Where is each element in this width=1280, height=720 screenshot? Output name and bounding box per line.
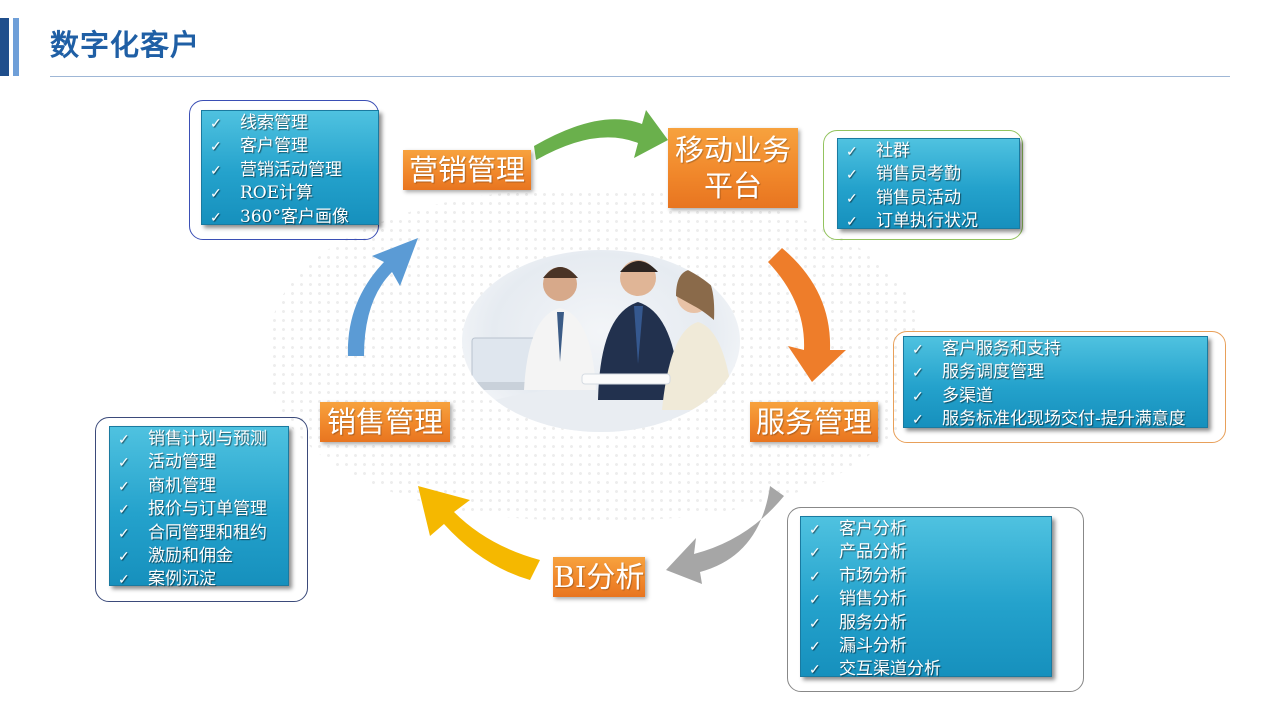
- check-icon: ✓: [846, 167, 858, 184]
- bi-list-frame: [787, 507, 1084, 692]
- list-item: ✓活动管理: [118, 451, 288, 474]
- check-icon: ✓: [118, 549, 130, 566]
- list-item: ✓销售员活动: [846, 187, 1019, 210]
- check-icon: ✓: [846, 214, 858, 231]
- list-item: ✓销售计划与预测: [118, 428, 288, 451]
- list-item: ✓服务标准化现场交付-提升满意度: [912, 408, 1207, 431]
- list-item: ✓社群: [846, 140, 1019, 163]
- check-icon: ✓: [210, 116, 222, 132]
- check-icon: ✓: [210, 162, 222, 179]
- check-icon: ✓: [809, 592, 821, 609]
- list-item: ✓报价与订单管理: [118, 498, 288, 521]
- list-item: ✓产品分析: [809, 541, 1051, 564]
- list-item: ✓客户管理: [210, 135, 378, 158]
- check-icon: ✓: [809, 568, 821, 585]
- list-item: ✓服务分析: [809, 612, 1051, 635]
- stage-mobile-line-1: 移动业务: [674, 133, 791, 167]
- list-item: ✓市场分析: [809, 565, 1051, 588]
- mobile-feature-list: ✓社群 ✓销售员考勤 ✓销售员活动 ✓订单执行状况: [837, 138, 1020, 231]
- check-icon: ✓: [210, 209, 222, 226]
- check-icon: ✓: [809, 615, 821, 632]
- list-item: ✓合同管理和租约: [118, 522, 288, 545]
- check-icon: ✓: [809, 545, 821, 562]
- list-item: ✓服务调度管理: [912, 361, 1207, 384]
- list-item: ✓客户分析: [809, 518, 1051, 541]
- check-icon: ✓: [846, 190, 858, 207]
- service-feature-list: ✓客户服务和支持 ✓服务调度管理 ✓多渠道 ✓服务标准化现场交付-提升满意度: [903, 336, 1208, 431]
- check-icon: ✓: [912, 342, 924, 358]
- page-title: 数字化客户: [50, 28, 201, 62]
- check-icon: ✓: [118, 525, 130, 542]
- check-icon: ✓: [809, 522, 821, 538]
- list-item: ✓订单执行状况: [846, 210, 1019, 233]
- check-icon: ✓: [912, 388, 924, 405]
- list-item: ✓商机管理: [118, 475, 288, 498]
- check-icon: ✓: [118, 502, 130, 519]
- arrow-bi-to-sales: [418, 486, 540, 580]
- check-icon: ✓: [210, 139, 222, 156]
- service-list-frame: [893, 331, 1226, 443]
- sales-feature-list: ✓销售计划与预测 ✓活动管理 ✓商机管理 ✓报价与订单管理 ✓合同管理和租约 ✓…: [109, 426, 289, 589]
- list-item: ✓销售分析: [809, 588, 1051, 611]
- title-divider: [50, 76, 1230, 77]
- list-item: ✓客户服务和支持: [912, 338, 1207, 361]
- list-item: ✓多渠道: [912, 385, 1207, 408]
- arrow-marketing-to-mobile: [534, 110, 668, 160]
- business-team-photo: [462, 250, 740, 432]
- check-icon: ✓: [912, 365, 924, 382]
- check-icon: ✓: [912, 412, 924, 429]
- check-icon: ✓: [210, 186, 222, 203]
- check-icon: ✓: [118, 455, 130, 472]
- arrow-mobile-to-service: [768, 248, 846, 382]
- stage-mobile-platform: 移动业务 平台: [668, 128, 798, 208]
- sales-list-frame: [95, 417, 308, 602]
- list-item: ✓激励和佣金: [118, 545, 288, 568]
- list-item: ✓ROE计算: [210, 182, 378, 205]
- list-item: ✓线索管理: [210, 112, 378, 135]
- check-icon: ✓: [118, 432, 130, 448]
- list-item: ✓营销活动管理: [210, 159, 378, 182]
- check-icon: ✓: [846, 144, 858, 160]
- stage-sales: 销售管理: [320, 402, 450, 442]
- arrow-sales-to-marketing: [347, 238, 418, 356]
- check-icon: ✓: [809, 639, 821, 656]
- check-icon: ✓: [118, 478, 130, 495]
- list-item: ✓销售员考勤: [846, 163, 1019, 186]
- arrow-service-to-bi: [666, 486, 784, 584]
- check-icon: ✓: [118, 572, 130, 589]
- list-item: ✓漏斗分析: [809, 635, 1051, 658]
- marketing-feature-list: ✓线索管理 ✓客户管理 ✓营销活动管理 ✓ROE计算 ✓360°客户画像: [201, 110, 379, 227]
- stage-bi: BI分析: [553, 557, 645, 597]
- check-icon: ✓: [809, 662, 821, 679]
- list-item: ✓案例沉淀: [118, 568, 288, 591]
- list-item: ✓360°客户画像: [210, 206, 378, 229]
- mobile-list-frame: [823, 130, 1023, 240]
- bi-feature-list: ✓客户分析 ✓产品分析 ✓市场分析 ✓销售分析 ✓服务分析 ✓漏斗分析 ✓交互渠…: [800, 516, 1052, 679]
- stage-mobile-line-2: 平台: [703, 169, 762, 203]
- stage-service: 服务管理: [750, 402, 878, 442]
- list-item: ✓交互渠道分析: [809, 658, 1051, 681]
- title-accent-bar: [0, 18, 9, 76]
- title-accent-bar-light: [13, 18, 19, 76]
- stage-marketing: 营销管理: [403, 150, 531, 190]
